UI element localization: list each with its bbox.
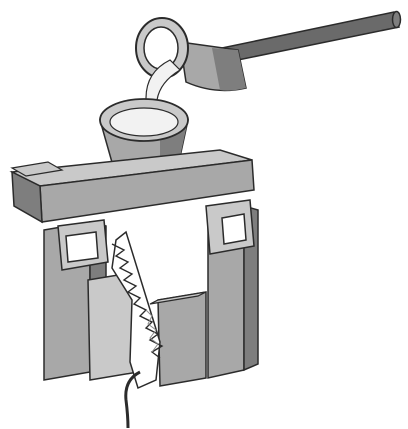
cup-molten-surface (110, 108, 178, 136)
mold-right-block (158, 292, 206, 386)
left-pillar-hole (66, 232, 98, 262)
ladle-rod-end (393, 12, 401, 28)
right-pillar-hole (222, 214, 246, 244)
ladle-rod (222, 12, 399, 62)
ladle-handle (222, 12, 401, 63)
right-pillar (206, 200, 258, 378)
